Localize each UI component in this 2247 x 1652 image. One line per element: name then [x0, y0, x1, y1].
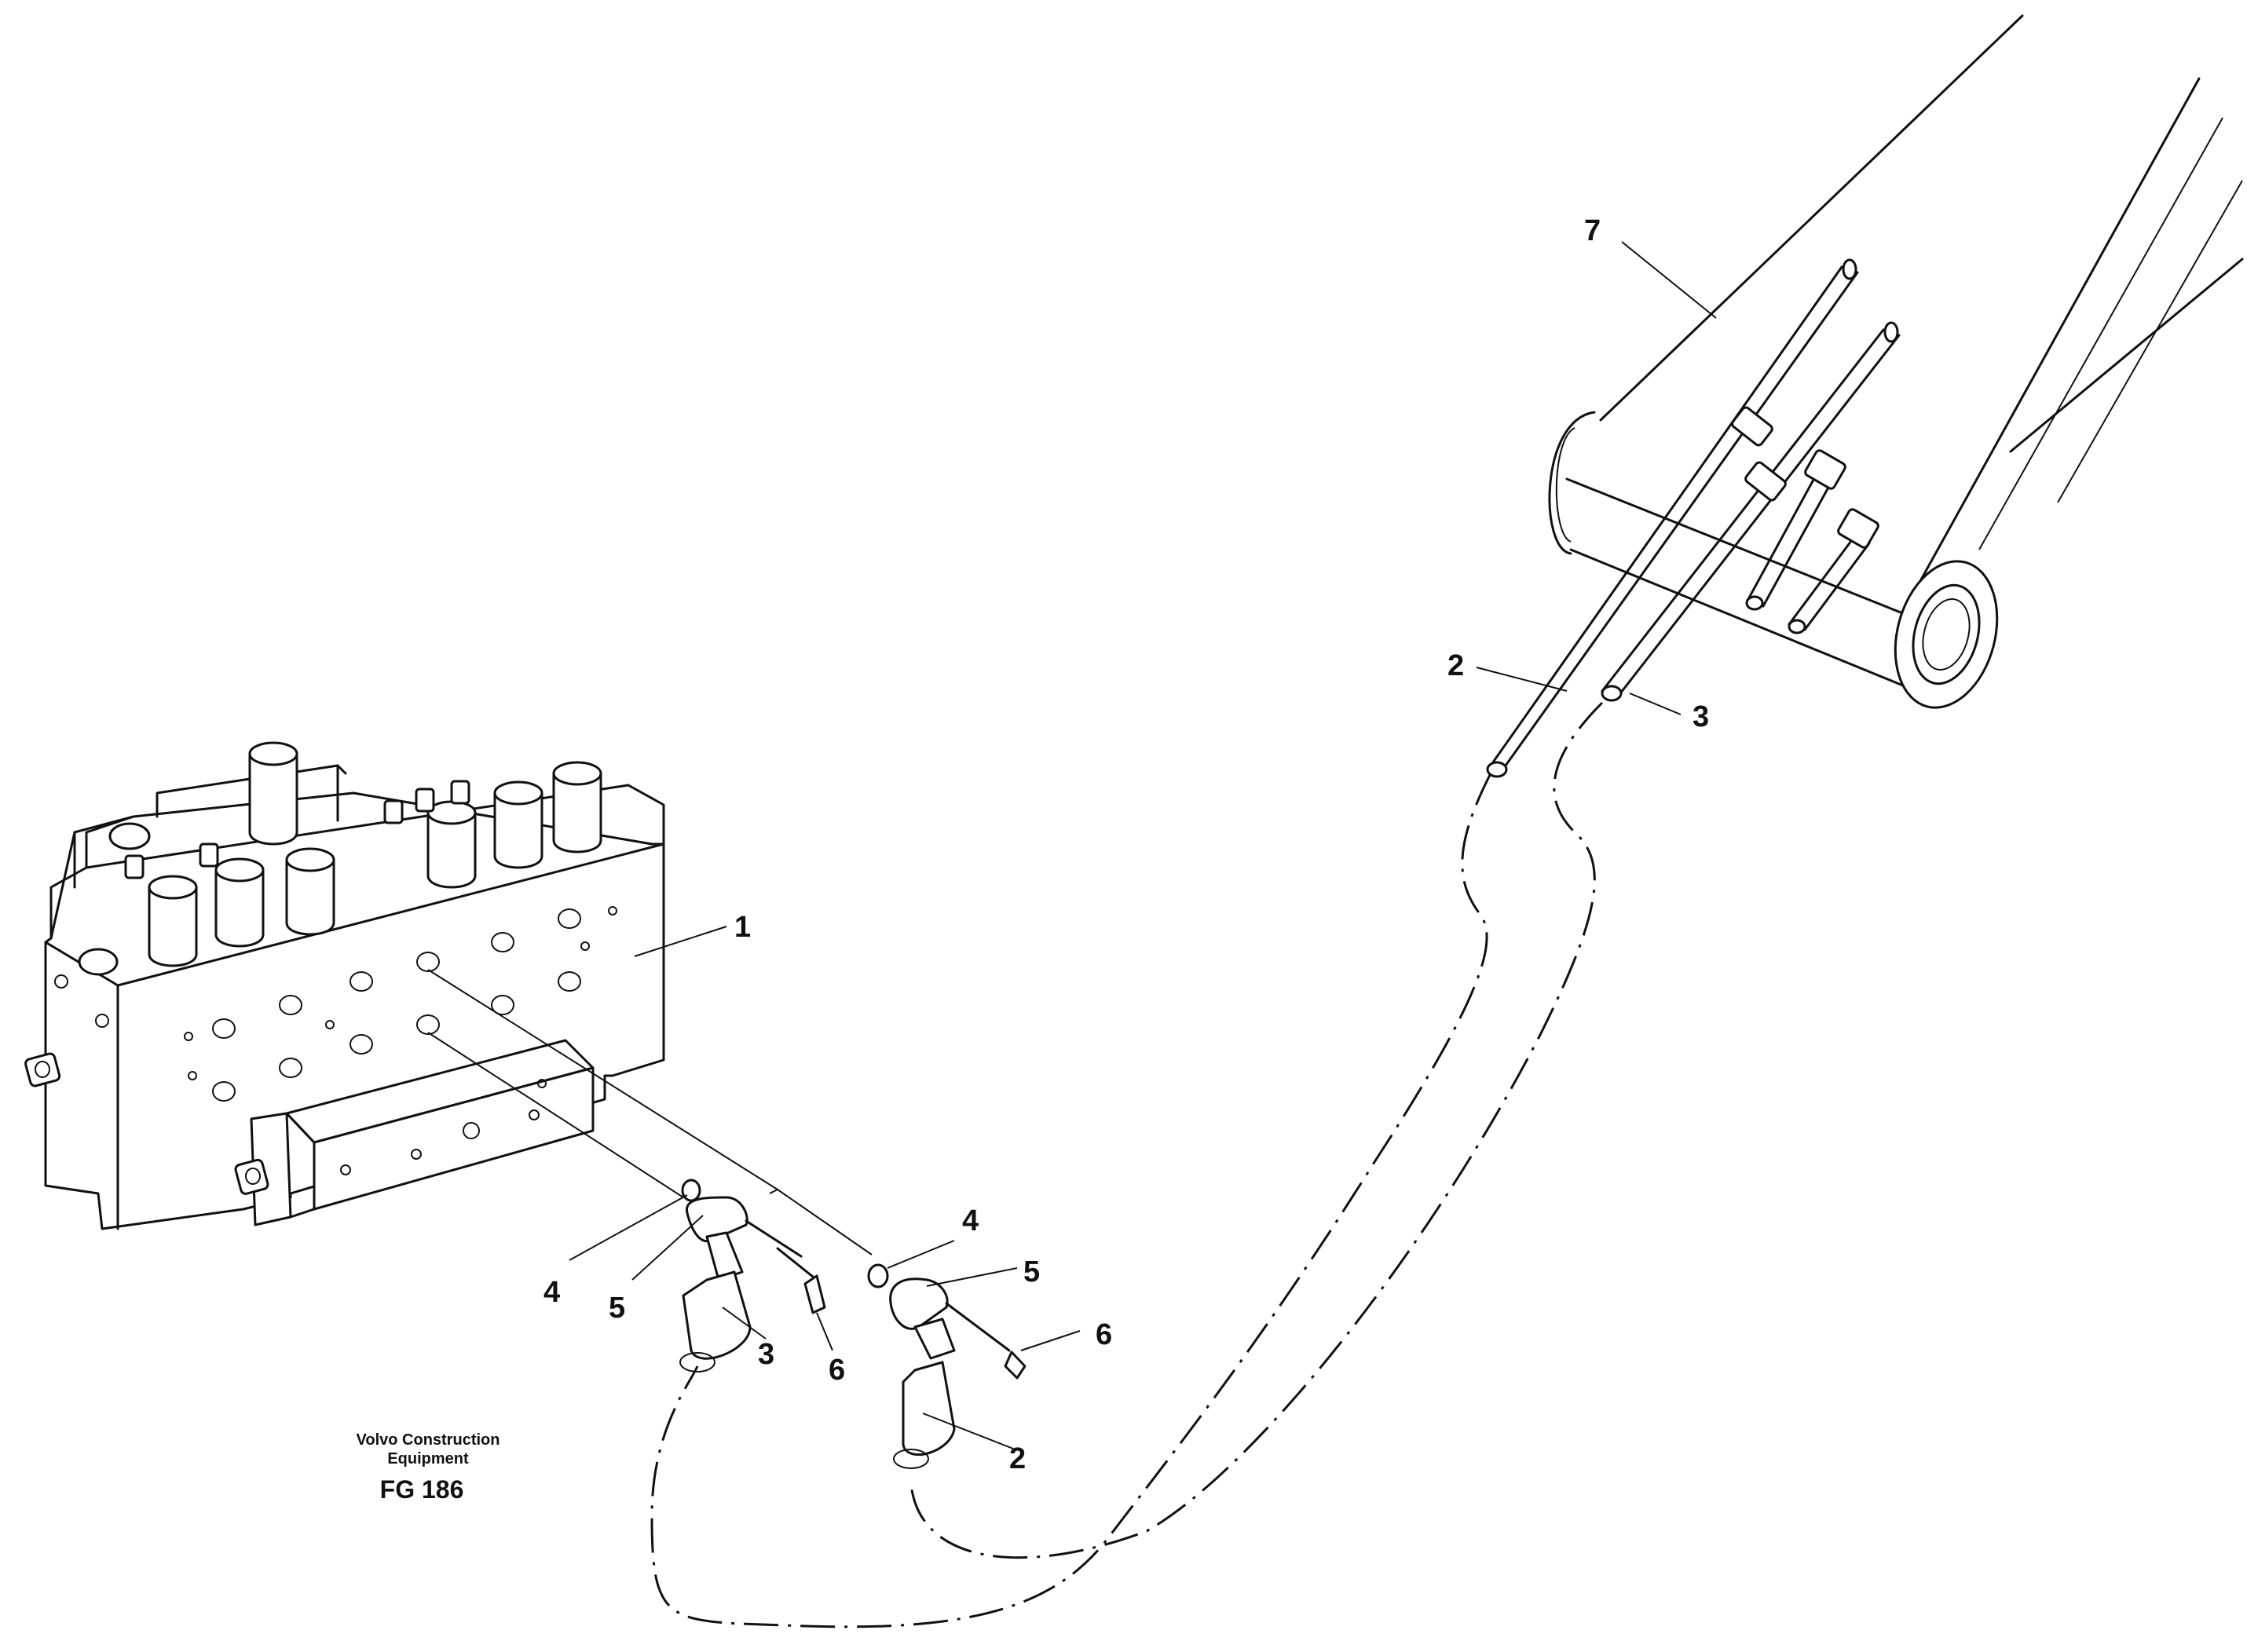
- callout-7: 7: [1584, 214, 1601, 247]
- fitting-right: [867, 1263, 1027, 1469]
- solenoid-coils: [148, 741, 602, 967]
- hose-routes: [650, 701, 1604, 1628]
- fitting-left: [679, 1179, 826, 1372]
- control-valve-block: [24, 741, 665, 1230]
- leader-lines: [569, 241, 1717, 1449]
- callout-6-left: 6: [829, 1354, 845, 1387]
- callout-5-right: 5: [1023, 1255, 1040, 1288]
- callout-2-boom: 2: [1447, 649, 1464, 682]
- assembly-lines: [427, 969, 873, 1255]
- callout-5-left: 5: [609, 1292, 625, 1325]
- callout-2-fitting: 2: [1009, 1442, 1026, 1475]
- figure-caption: Volvo Construction Equipment FG 186: [357, 1431, 500, 1504]
- callout-4-right: 4: [962, 1204, 979, 1237]
- manufacturer-line-2: Equipment: [387, 1450, 469, 1467]
- boom-arm: [1548, 14, 2244, 709]
- callout-numbers: 1 7 2 3 4 5 3 6 4 5 6 2: [543, 214, 1709, 1475]
- pressure-nipples: [78, 780, 470, 976]
- callout-1: 1: [734, 911, 751, 944]
- callout-3-fitting: 3: [758, 1338, 774, 1371]
- valve-ports: [54, 906, 617, 1175]
- callout-6-right: 6: [1096, 1318, 1112, 1351]
- boom-pipes: [1486, 258, 1901, 778]
- manufacturer-line-1: Volvo Construction: [357, 1431, 500, 1449]
- callout-3-boom: 3: [1693, 700, 1709, 733]
- figure-code: FG 186: [380, 1475, 464, 1504]
- callout-4-left: 4: [543, 1276, 560, 1309]
